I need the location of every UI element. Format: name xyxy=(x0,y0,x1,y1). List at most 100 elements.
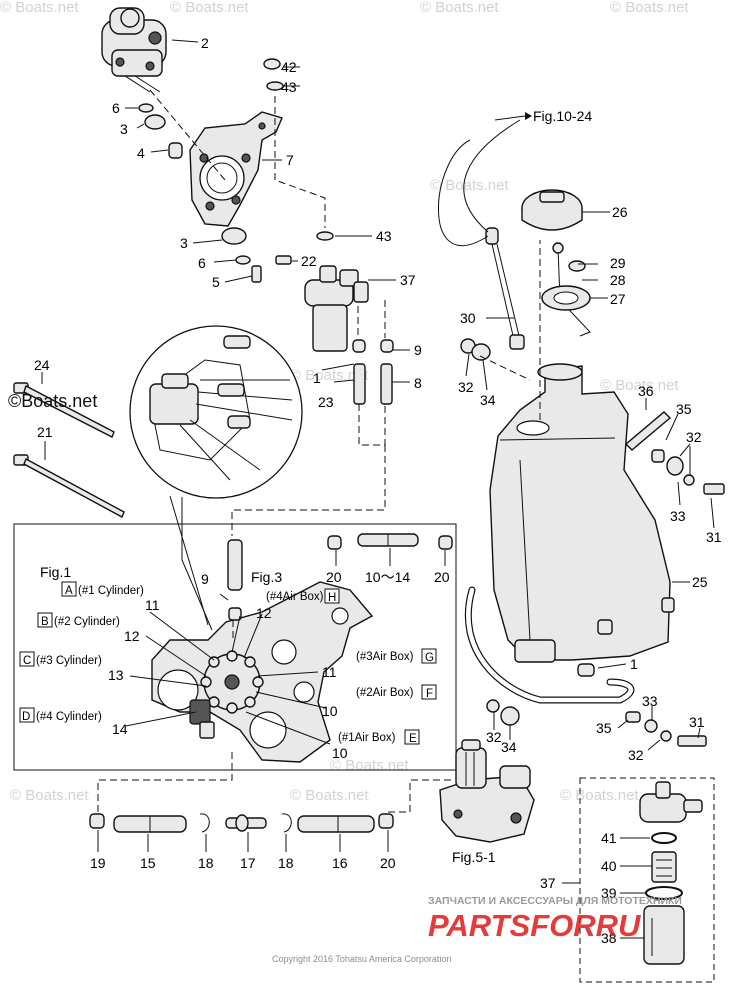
callout-number: 18 xyxy=(198,855,214,871)
air-box-letter: G xyxy=(425,652,434,664)
callout-number: 26 xyxy=(612,204,628,220)
callout-number: 32 xyxy=(628,747,644,763)
cylinder-letter: A xyxy=(65,585,73,597)
distribution-block-icon xyxy=(151,581,374,763)
oil-level-sensor-icon xyxy=(438,119,525,350)
strainer-exploded-box xyxy=(562,777,715,983)
callout-number: 42 xyxy=(281,59,297,75)
figure-reference: Fig.10-24 xyxy=(533,108,592,124)
callout-number: 16 xyxy=(332,855,348,871)
oil-tank-assembly xyxy=(438,112,725,751)
air-box-legend: (#4Air Box) H (#3Air Box) G (#2Air Box) … xyxy=(266,588,437,745)
strainer-cup-icon xyxy=(643,905,685,965)
callout-number: 13 xyxy=(108,667,124,683)
fig-1-frame xyxy=(13,523,457,771)
bolt-icon xyxy=(251,255,292,283)
oil-pump-icon xyxy=(101,7,167,93)
callout-number: 8 xyxy=(414,375,422,391)
callout-number: 14 xyxy=(112,721,128,737)
callout-number: 10 xyxy=(332,745,348,761)
callout-number: 39 xyxy=(601,885,617,901)
watermark-text: © Boats.net xyxy=(430,177,509,194)
cylinder-legend-item: C (#3 Cylinder) xyxy=(19,651,102,667)
cable-tie-group: ©Boats.net xyxy=(8,372,125,518)
branding-tagline: ЗАПЧАСТИ И АКСЕССУАРЫ ДЛЯ МОТОТЕХНИКИ xyxy=(428,895,682,907)
mount-bracket-icon xyxy=(624,411,672,723)
callout-number: 3 xyxy=(120,121,128,137)
callout-number: 25 xyxy=(692,574,708,590)
callout-number: 18 xyxy=(278,855,294,871)
air-box-letter: F xyxy=(426,688,433,700)
cylinder-letter: D xyxy=(22,711,30,723)
callout-number: 33 xyxy=(670,508,686,524)
callout-number: 22 xyxy=(301,253,317,269)
pump-bracket-icon xyxy=(189,111,283,227)
figure-reference: Fig.3 xyxy=(251,569,282,585)
watermark-text: © Boats.net xyxy=(290,787,369,804)
grommet-icon xyxy=(144,114,247,245)
filler-cap-icon xyxy=(521,189,583,231)
cylinder-legend-item: B (#2 Cylinder) xyxy=(37,612,120,628)
callout-number: 31 xyxy=(706,529,722,545)
zoom-detail-circle xyxy=(129,325,303,631)
air-box-text: (#4Air Box) xyxy=(266,591,324,603)
callout-number: 20 xyxy=(326,569,342,585)
joint-icon xyxy=(225,814,267,832)
washer-icon xyxy=(138,58,334,265)
callout-number: 32 xyxy=(686,429,702,445)
fig-5-1-pump xyxy=(439,739,535,843)
callout-number: 28 xyxy=(610,272,626,288)
air-box-text: (#2Air Box) xyxy=(356,687,414,699)
watermark-text: © Boats.net xyxy=(10,787,89,804)
air-box-text: (#1Air Box) xyxy=(338,732,396,744)
watermark-text: © Boats.net xyxy=(0,0,79,16)
callout-number: 7 xyxy=(286,152,294,168)
watermark-text: © Boats.net xyxy=(170,0,249,16)
callout-labels: 2 42 43 6 3 4 7 43 3 6 22 5 37 9 1 8 23 … xyxy=(34,35,722,946)
watermark-text: © Boats.net xyxy=(600,377,679,394)
partsfor-branding: ЗАПЧАСТИ И АКСЕССУАРЫ ДЛЯ МОТОТЕХНИКИ PA… xyxy=(428,895,682,943)
strainer-head-icon xyxy=(639,781,703,823)
clip-icon xyxy=(199,813,292,833)
callout-number: 1 xyxy=(313,370,321,386)
callout-number: 12 xyxy=(124,628,140,644)
callout-number: 37 xyxy=(400,272,416,288)
cylinder-text: (#3 Cylinder) xyxy=(36,655,102,667)
figure-reference: Fig.5-1 xyxy=(452,849,496,865)
air-box-legend-item: (#2Air Box) F xyxy=(356,684,437,700)
hose-clip-icon xyxy=(89,813,394,829)
watermark-logo: ©Boats.net xyxy=(8,391,97,411)
callout-number: 36 xyxy=(638,383,654,399)
callout-number: 3 xyxy=(180,235,188,251)
callout-number: 2 xyxy=(201,35,209,51)
callout-number: 41 xyxy=(601,830,617,846)
filter-element-icon xyxy=(651,851,677,883)
oil-strainer-icon xyxy=(304,265,369,352)
air-box-letter: H xyxy=(328,592,336,604)
callout-number: 35 xyxy=(676,401,692,417)
callout-number: 24 xyxy=(34,357,50,373)
callout-number: 31 xyxy=(689,714,705,730)
cylinder-legend-item: D (#4 Cylinder) xyxy=(19,707,102,723)
callout-number: 23 xyxy=(318,394,334,410)
callout-number: 34 xyxy=(480,392,496,408)
callout-number: 10 xyxy=(322,703,338,719)
callout-number: 11 xyxy=(145,597,160,613)
oil-tank-icon xyxy=(489,363,675,663)
cylinder-text: (#2 Cylinder) xyxy=(54,616,120,628)
figure-reference: Fig.1 xyxy=(40,564,71,580)
air-box-letter: E xyxy=(409,733,417,745)
cylinder-letter: B xyxy=(41,616,49,628)
callout-number: 40 xyxy=(601,858,617,874)
watermark-text: © Boats.net xyxy=(420,0,499,16)
cylinder-text: (#4 Cylinder) xyxy=(36,711,102,723)
callout-number: 37 xyxy=(540,875,556,891)
callout-number: 12 xyxy=(256,605,272,621)
callout-number: 9 xyxy=(414,342,422,358)
hose-icon xyxy=(113,815,375,833)
callout-number: 10～14 xyxy=(365,569,410,585)
cylinder-legend: A (#1 Cylinder) B (#2 Cylinder) C (#3 Cy… xyxy=(19,581,144,723)
watermark-text: © Boats.net xyxy=(290,367,369,384)
cylinder-letter: C xyxy=(23,655,31,667)
